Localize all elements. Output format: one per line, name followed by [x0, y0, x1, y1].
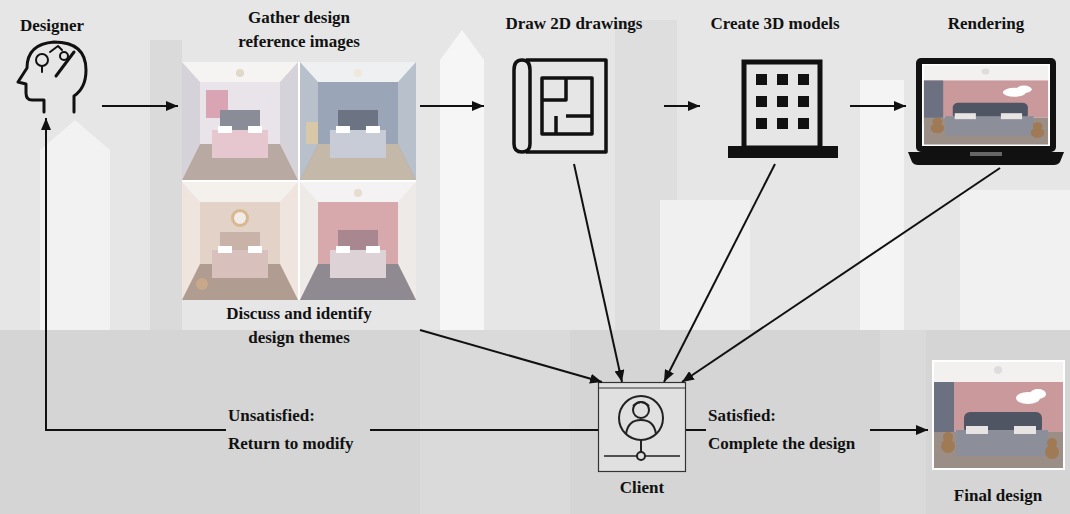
reference-images-node: Gather design reference imagesDiscuss an…	[178, 4, 420, 352]
client-icon	[598, 383, 686, 472]
node-label: Draw 2D drawings	[506, 12, 643, 36]
flow-arrow	[420, 105, 484, 107]
edge-label: Satisfied: Complete the design	[706, 402, 870, 458]
node-label: Rendering	[948, 12, 1025, 36]
final-design-image	[932, 360, 1065, 470]
node-label: Create 3D models	[710, 12, 839, 36]
flow-arrow	[574, 164, 622, 382]
designer-head-icon	[18, 42, 86, 112]
drawing-node: Draw 2D drawings	[484, 12, 664, 164]
node-label: Discuss and identify design themes	[203, 302, 395, 350]
reference-collage	[182, 62, 416, 300]
client-node: Client	[598, 382, 686, 502]
building-icon	[728, 62, 838, 158]
flow-arrow	[102, 105, 178, 107]
rendering-node: Rendering	[906, 12, 1066, 168]
flow-arrow	[664, 105, 700, 107]
node-label: Designer	[20, 14, 84, 38]
node-label: Final design	[954, 484, 1042, 508]
node-label: Client	[620, 476, 664, 500]
designer-node: Designer	[2, 14, 102, 118]
flow-arrow	[850, 105, 906, 107]
flow-arrow	[420, 330, 602, 382]
node-label: Gather design reference images	[224, 6, 374, 54]
edge-label: Unsatisfied: Return to modify	[226, 402, 370, 458]
flow-arrow	[682, 168, 1000, 382]
model-node: Create 3D models	[700, 12, 850, 164]
flow-arrow	[46, 118, 598, 430]
final-design-node: Final design	[928, 356, 1068, 512]
flow-arrow	[664, 164, 775, 382]
laptop-icon	[908, 58, 1064, 165]
blueprint-icon	[514, 60, 606, 152]
